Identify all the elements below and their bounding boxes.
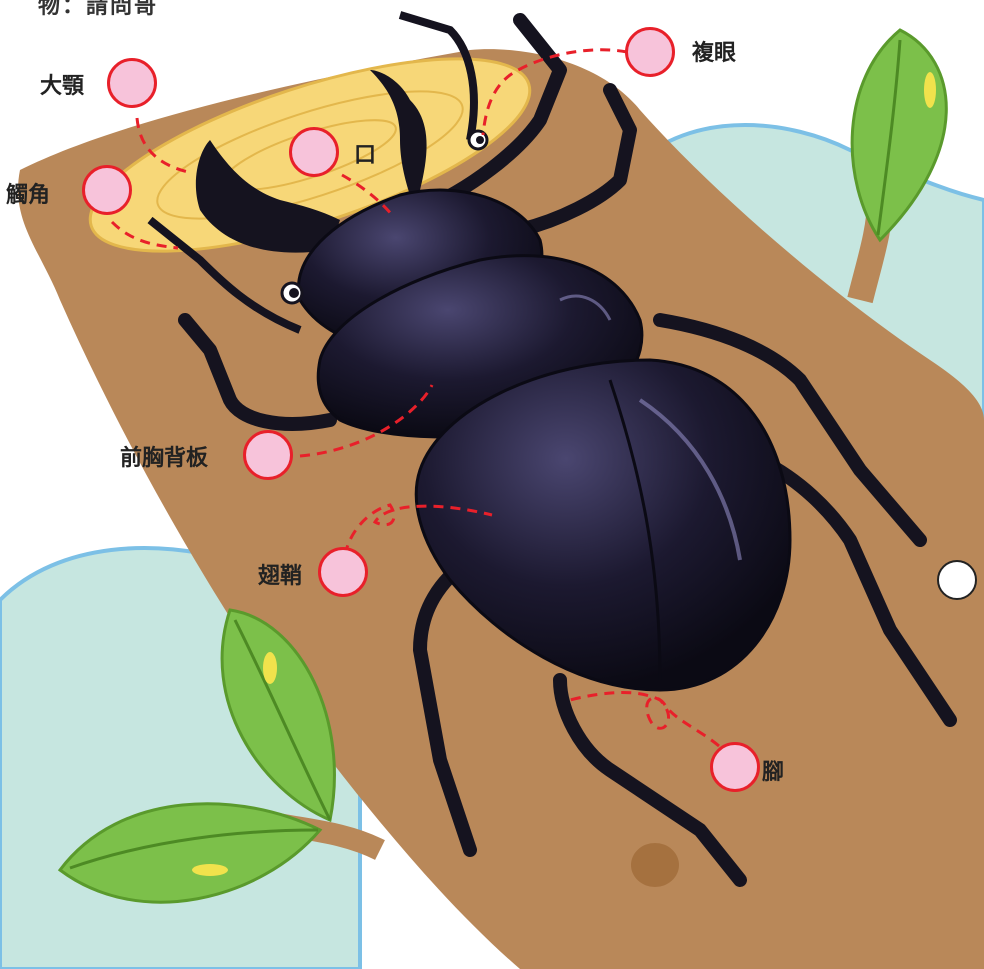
label-antenna: 觸角 bbox=[6, 185, 50, 207]
round-button[interactable] bbox=[937, 560, 977, 600]
label-mouth: 口 bbox=[354, 145, 376, 167]
antenna-marker[interactable] bbox=[82, 165, 132, 215]
mandible-marker[interactable] bbox=[107, 58, 157, 108]
label-legs: 腳 bbox=[762, 762, 784, 784]
legs-marker[interactable] bbox=[710, 742, 760, 792]
compound-eye-marker[interactable] bbox=[625, 27, 675, 77]
label-elytra: 翅鞘 bbox=[258, 566, 302, 588]
label-mandible: 大顎 bbox=[40, 76, 84, 98]
label-compound-eye: 複眼 bbox=[692, 43, 736, 65]
label-pronotum: 前胸背板 bbox=[120, 448, 208, 470]
elytra-marker[interactable] bbox=[318, 547, 368, 597]
mouth-marker[interactable] bbox=[289, 127, 339, 177]
header-fragment-text: 物：請問哥 bbox=[38, 0, 158, 20]
pronotum-marker[interactable] bbox=[243, 430, 293, 480]
